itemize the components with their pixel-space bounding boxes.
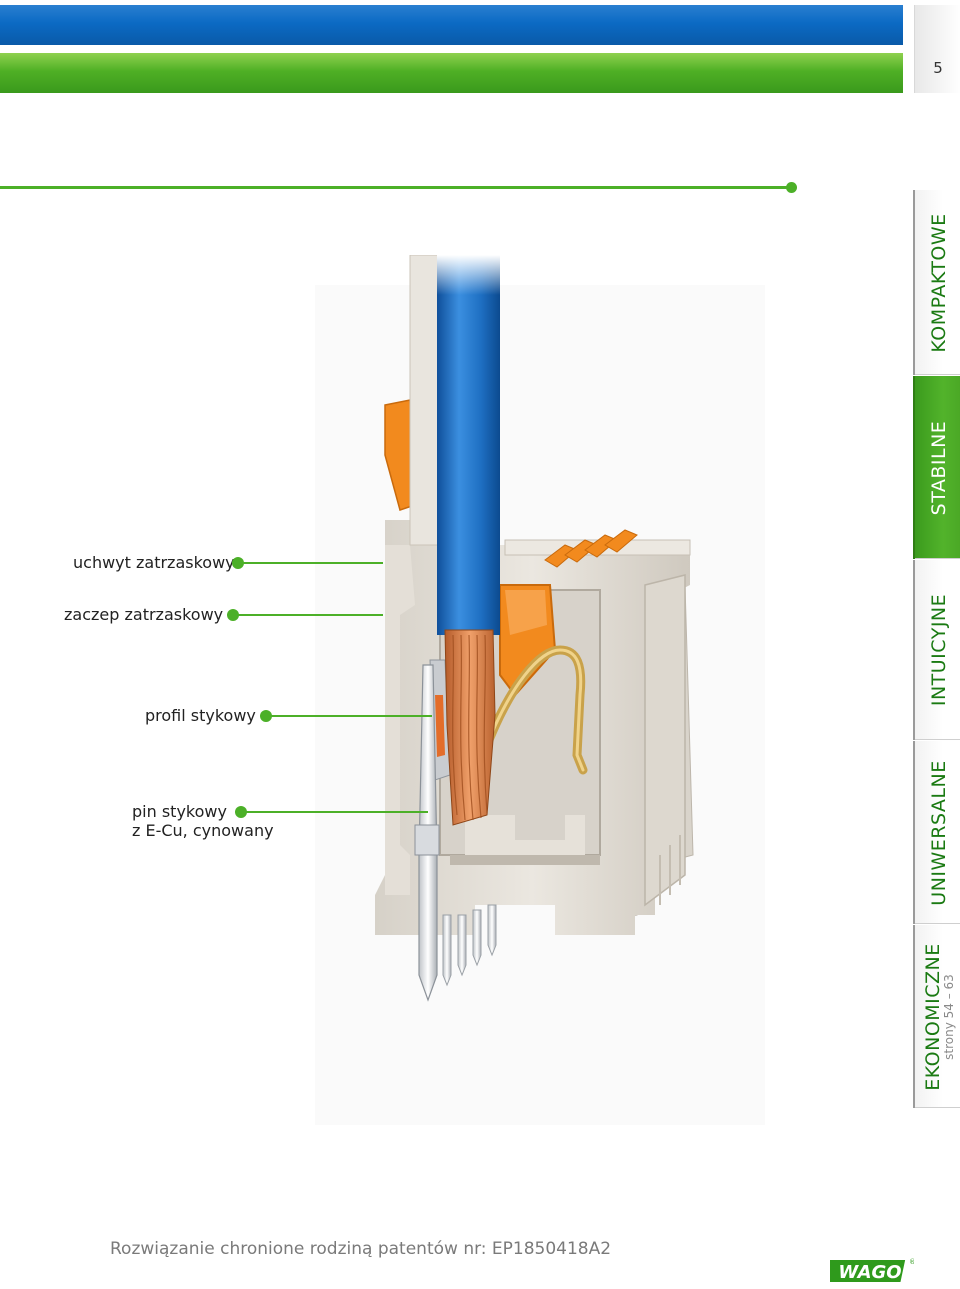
page-number-tab: 5 [914, 5, 960, 93]
tab-uniwersalne[interactable]: UNIWERSALNE [913, 741, 960, 924]
callout-snap-latch-line [233, 614, 383, 616]
callout-snap-holder: uchwyt zatrzaskowy [73, 553, 235, 572]
tab-kompaktowe-label: KOMPAKTOWE [927, 212, 950, 353]
tab-intuicyjne[interactable]: INTUICYJNE [913, 560, 960, 740]
callout-snap-latch: zaczep zatrzaskowy [64, 605, 224, 624]
tab-intuicyjne-label: INTUICYJNE [927, 593, 950, 707]
tab-ekonomiczne[interactable]: EKONOMICZNE strony 54 – 63 [913, 925, 960, 1108]
section-rule [0, 186, 792, 189]
callout-pin-line2: z E-Cu, cynowany [132, 821, 274, 840]
tab-uniwersalne-label: UNIWERSALNE [927, 759, 950, 906]
tab-stabilne[interactable]: STABILNE [913, 376, 960, 559]
callout-contact-profile: profil stykowy [145, 706, 256, 725]
wago-registered-mark: ® [909, 1258, 914, 1266]
callout-pin-line1: pin stykowy [132, 802, 227, 821]
callout-contact-profile-line [266, 715, 432, 717]
wago-logo-text: WAGO [838, 1262, 901, 1283]
header-blue-bar [0, 5, 903, 45]
tab-ekonomiczne-label: EKONOMICZNE [922, 942, 944, 1091]
header-green-bar [0, 53, 903, 93]
patent-note: Rozwiązanie chronione rodziną patentów n… [110, 1239, 612, 1259]
callout-pin-line [241, 811, 428, 813]
callout-snap-holder-line [238, 562, 383, 564]
section-rule-dot [786, 182, 797, 193]
tab-stabilne-label: STABILNE [927, 420, 950, 515]
tab-kompaktowe[interactable]: KOMPAKTOWE [913, 190, 960, 375]
tab-ekonomiczne-pages: strony 54 – 63 [942, 973, 956, 1060]
connector-cutaway-illustration [315, 255, 765, 1125]
page-number: 5 [933, 59, 943, 77]
wago-logo: WAGO ® [830, 1258, 914, 1283]
side-tabs: KOMPAKTOWE STABILNE INTUICYJNE UNIWERSAL… [913, 190, 960, 1108]
